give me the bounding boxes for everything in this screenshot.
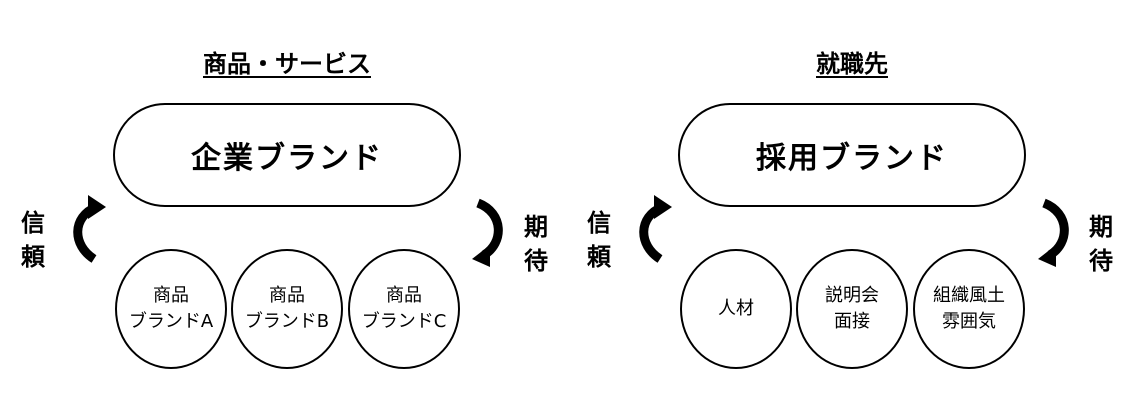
circle-line2: 雰囲気 bbox=[942, 311, 996, 332]
circle-line1: 商品 bbox=[269, 285, 305, 306]
circle-line2: ブランドB bbox=[244, 311, 330, 332]
circle-line1: 商品 bbox=[386, 285, 422, 306]
curved-arrow-expectation-right-icon bbox=[1038, 198, 1069, 267]
circle-line1: 商品 bbox=[153, 285, 189, 306]
product-brand-a-circle: 商品 ブランドA bbox=[115, 249, 227, 369]
section-title-products: 商品・サービス bbox=[203, 50, 371, 78]
curved-arrow-trust-left-icon bbox=[73, 195, 106, 263]
culture-atmosphere-circle: 組織風土 雰囲気 bbox=[913, 249, 1025, 369]
expectation-label-left: 期待 bbox=[524, 213, 548, 275]
talent-circle: 人材 bbox=[680, 249, 792, 369]
section-title-employer: 就職先 bbox=[816, 50, 888, 78]
circle-line2: ブランドA bbox=[128, 311, 214, 332]
product-brand-b-circle: 商品 ブランドB bbox=[231, 249, 343, 369]
recruiting-brand-label: 採用ブランド bbox=[756, 141, 948, 176]
trust-label-right: 信頼 bbox=[587, 209, 611, 271]
expectation-label-right: 期待 bbox=[1089, 213, 1113, 275]
product-brand-c-circle: 商品 ブランドC bbox=[348, 249, 460, 369]
trust-label-left: 信頼 bbox=[21, 209, 45, 271]
circle-line1: 組織風土 bbox=[933, 285, 1005, 306]
circle-line1: 説明会 bbox=[825, 285, 879, 306]
recruiting-brand-pill: 採用ブランド bbox=[678, 103, 1026, 207]
info-session-interview-circle: 説明会 面接 bbox=[796, 249, 908, 369]
circle-line1: 人材 bbox=[718, 298, 754, 319]
curved-arrow-expectation-left-icon bbox=[472, 198, 503, 267]
circle-line2: 面接 bbox=[834, 311, 870, 332]
corporate-brand-label: 企業ブランド bbox=[191, 141, 383, 176]
circle-line2: ブランドC bbox=[361, 311, 447, 332]
corporate-brand-pill: 企業ブランド bbox=[113, 103, 461, 207]
curved-arrow-trust-right-icon bbox=[639, 195, 672, 263]
